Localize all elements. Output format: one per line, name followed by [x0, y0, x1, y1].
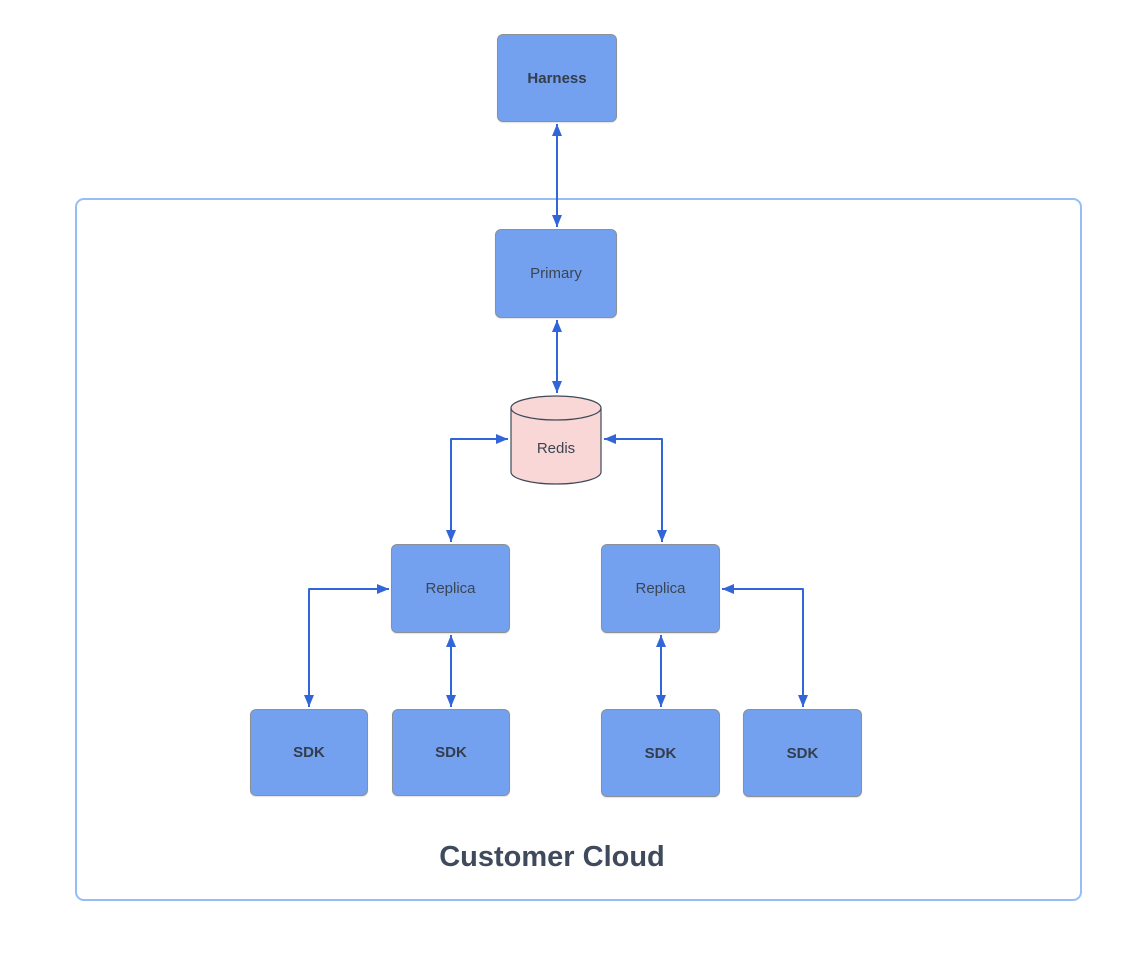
node-redis-label: Redis — [536, 439, 576, 457]
node-replica-left: Replica — [391, 544, 510, 633]
node-sdk-1: SDK — [250, 709, 368, 796]
node-replica-right-label: Replica — [635, 580, 686, 597]
customer-cloud-container — [75, 198, 1082, 901]
node-harness-label: Harness — [527, 69, 587, 87]
cylinder-icon — [510, 395, 602, 485]
node-sdk-2: SDK — [392, 709, 510, 796]
node-sdk-2-label: SDK — [435, 744, 467, 761]
node-sdk-4: SDK — [743, 709, 862, 797]
node-sdk-3-label: SDK — [644, 744, 677, 762]
node-sdk-3: SDK — [601, 709, 720, 797]
node-sdk-1-label: SDK — [293, 744, 325, 761]
node-primary: Primary — [495, 229, 617, 318]
node-replica-right: Replica — [601, 544, 720, 633]
node-redis: Redis — [510, 395, 602, 485]
customer-cloud-label: Customer Cloud — [439, 841, 665, 873]
node-sdk-4-label: SDK — [786, 744, 819, 762]
node-primary-label: Primary — [530, 265, 582, 282]
node-harness: Harness — [497, 34, 617, 122]
node-replica-left-label: Replica — [425, 580, 476, 597]
